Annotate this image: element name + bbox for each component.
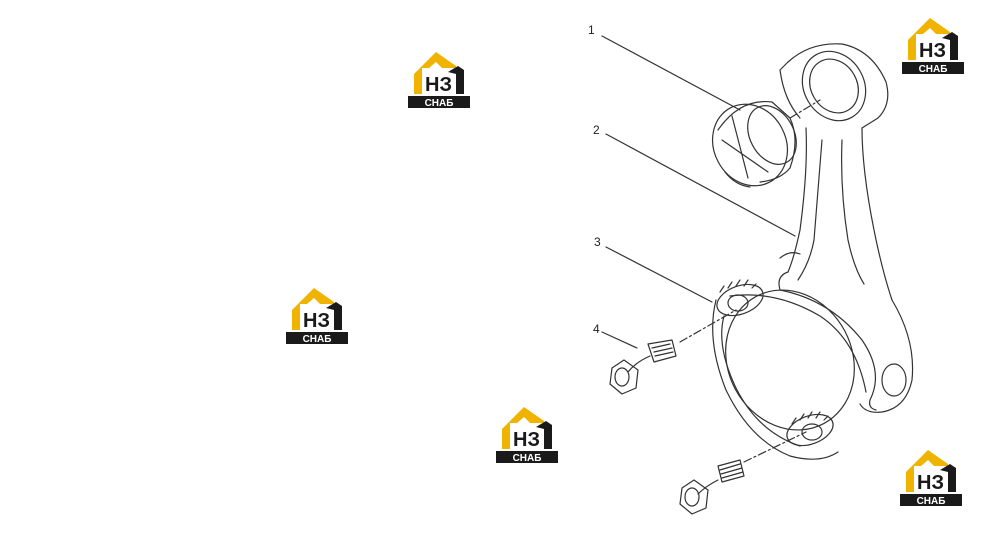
- logo-top-text: НЗ: [425, 74, 452, 96]
- watermark-logo: НЗ СНАБ: [496, 405, 558, 465]
- watermark-logo: НЗ СНАБ: [900, 448, 962, 508]
- rod-bolt: [609, 339, 745, 515]
- logo-bottom-text: СНАБ: [425, 98, 454, 109]
- leader-line-4: [601, 331, 638, 349]
- bushing: [711, 100, 797, 188]
- leader-line-1: [601, 35, 741, 111]
- watermark-logo: НЗ СНАБ: [286, 286, 348, 346]
- leader-line-2: [605, 133, 796, 237]
- assembly-axis-upper: [679, 309, 737, 343]
- logo-bottom-text: СНАБ: [513, 453, 542, 464]
- rod-cap: [712, 279, 867, 460]
- logo-top-text: НЗ: [917, 472, 944, 494]
- logo-top-text: НЗ: [303, 310, 330, 332]
- logo-bottom-text: СНАБ: [303, 334, 332, 345]
- callout-label-4: 4: [593, 322, 600, 336]
- watermark-logo: НЗ СНАБ: [902, 16, 964, 76]
- callout-label-1: 1: [588, 23, 595, 37]
- logo-bottom-text: СНАБ: [917, 496, 946, 507]
- assembly-axis-lower: [743, 431, 807, 463]
- callout-label-3: 3: [594, 235, 601, 249]
- watermark-logo: НЗ СНАБ: [408, 50, 470, 110]
- assembly-axis-bushing: [789, 99, 821, 119]
- logo-top-text: НЗ: [919, 40, 946, 62]
- logo-bottom-text: СНАБ: [919, 64, 948, 75]
- connecting-rod: [778, 43, 914, 413]
- leader-line-3: [605, 246, 713, 303]
- logo-top-text: НЗ: [513, 429, 540, 451]
- callout-label-2: 2: [593, 123, 600, 137]
